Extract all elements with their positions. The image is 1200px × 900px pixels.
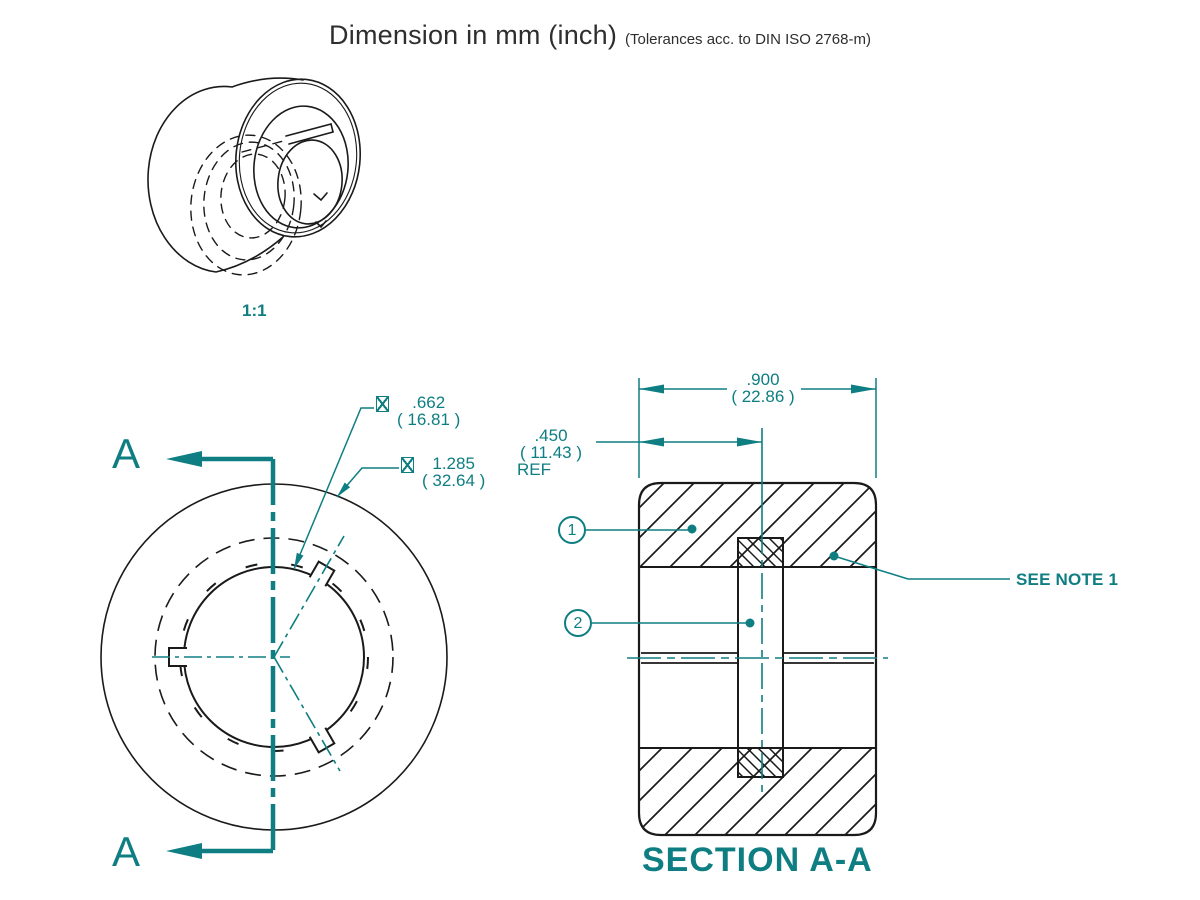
front-view — [100, 407, 448, 859]
title-tolerance-note: (Tolerances acc. to DIN ISO 2768-m) — [625, 31, 871, 48]
section-hatch-top — [639, 483, 876, 567]
section-view — [586, 378, 1010, 837]
dim-width-mm: ( 22.86 ) — [731, 387, 795, 406]
dim-overall-width: .900 ( 22.86 ) — [721, 371, 805, 405]
iso-scale-label: 1:1 — [242, 301, 267, 320]
balloon-leaders — [586, 524, 755, 628]
title-main: Dimension in mm (inch) — [329, 20, 618, 50]
dim-width-inch: .900 — [746, 370, 780, 389]
cutting-plane-line — [166, 451, 276, 859]
cut-arrow-bottom — [166, 843, 202, 859]
iso-front-face — [234, 78, 362, 238]
section-key-top — [737, 537, 784, 568]
cut-letter-bottom: A — [112, 828, 141, 875]
dim-outer-mm: ( 32.64 ) — [422, 471, 486, 490]
dim-keyway-offset-lines — [596, 437, 762, 447]
dim-keyway-mm: ( 11.43 ) — [519, 443, 583, 462]
iso-hidden-lines — [190, 134, 302, 276]
iso-bore — [277, 139, 343, 225]
section-key-bottom — [737, 747, 784, 778]
section-label: SECTION A-A — [642, 841, 873, 879]
balloon-1: 1 — [558, 516, 586, 544]
diameter-symbol-icon — [376, 396, 389, 412]
iso-bottom-notch — [313, 192, 328, 202]
front-centerlines — [152, 535, 345, 772]
dim-bore-mm: ( 16.81 ) — [397, 410, 461, 429]
dim-outer-diameter: 1.285 ( 32.64 ) — [401, 455, 485, 489]
iso-keyway-slot — [285, 123, 334, 145]
dim-keyway-qualifier: REF — [517, 460, 551, 479]
dim-keyway-inch: .450 — [534, 426, 568, 445]
see-note-leader — [829, 551, 1010, 580]
section-hatch-bottom — [639, 748, 876, 835]
bore-dia-leader — [293, 407, 374, 570]
cut-arrow-top — [166, 451, 202, 467]
diameter-symbol-icon — [401, 457, 414, 473]
iso-recess — [253, 105, 349, 229]
section-outline — [637, 481, 878, 837]
outer-dia-leader — [336, 467, 399, 498]
isometric-view — [147, 77, 362, 276]
drawing-title: Dimension in mm (inch) (Tolerances acc. … — [0, 20, 1200, 51]
balloon-2: 2 — [564, 609, 592, 637]
dim-bore-diameter: .662 ( 16.81 ) — [376, 394, 460, 428]
iso-front-face-inner-edge — [238, 82, 358, 234]
dim-overall-width-lines — [638, 378, 877, 478]
iso-body-silhouette — [147, 77, 304, 273]
iso-bottom-notch2 — [315, 220, 327, 229]
see-note-text: SEE NOTE 1 — [1016, 570, 1119, 589]
cut-letter-top: A — [112, 430, 141, 477]
dim-bore-inch: .662 — [412, 393, 446, 412]
section-bore-lines — [641, 652, 874, 664]
dim-keyway-offset: .450 ( 11.43 ) REF — [508, 427, 594, 478]
dim-outer-inch: 1.285 — [432, 454, 475, 473]
